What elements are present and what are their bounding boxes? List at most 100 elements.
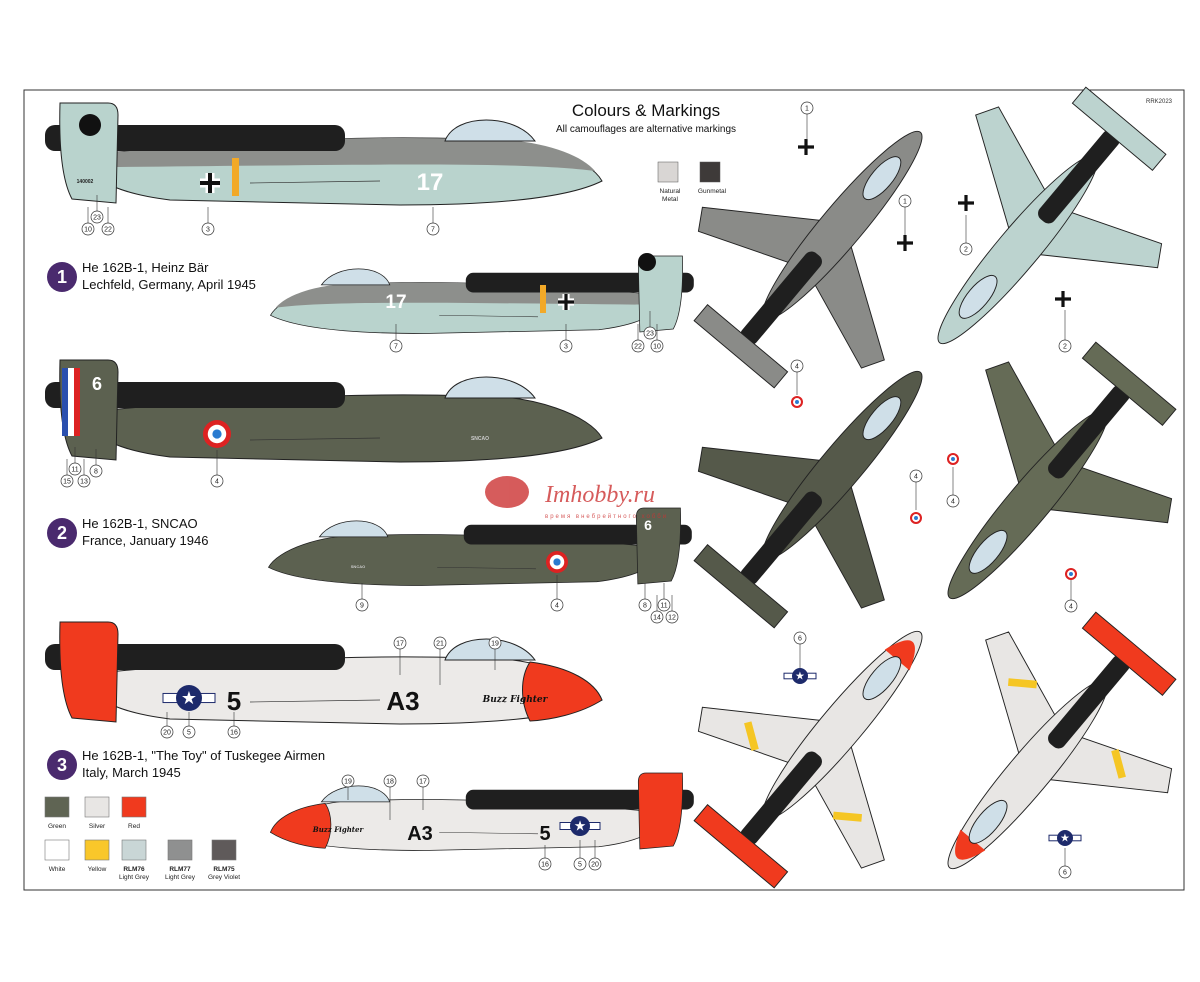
canopy — [320, 785, 391, 803]
swatch-label: Natural — [660, 188, 682, 195]
callout-circle — [389, 339, 403, 353]
usaaf-star-icon: ★ — [795, 671, 805, 683]
callout-number: 4 — [555, 603, 559, 610]
panel-line — [439, 832, 539, 835]
callout-number: 4 — [215, 479, 219, 486]
callout-circle — [550, 598, 564, 612]
aircraft-code: 6 — [644, 517, 652, 533]
callout-number: 7 — [431, 227, 435, 234]
callout-circle — [89, 464, 103, 478]
french-roundel-icon — [914, 516, 918, 520]
callout-number: 5 — [578, 862, 582, 869]
variant-location: Lechfeld, Germany, April 1945 — [82, 277, 256, 292]
tail-fin — [59, 102, 119, 204]
callout-number: 22 — [104, 227, 112, 234]
callout-circle — [90, 210, 104, 224]
usaaf-star-icon: ★ — [181, 688, 197, 708]
callout-number: 3 — [564, 344, 568, 351]
callout-number: 19 — [491, 641, 499, 648]
yellow-fuselage-band — [540, 285, 546, 313]
tail-plane — [1081, 341, 1177, 427]
callout-number: 22 — [634, 344, 642, 351]
callout-circle — [800, 101, 814, 115]
tail-fin — [635, 507, 681, 585]
nose-paint — [884, 640, 915, 671]
tail-fin — [59, 621, 119, 723]
swatch-label: Metal — [662, 196, 678, 203]
aircraft-code: 17 — [385, 292, 406, 313]
french-roundel-icon — [951, 457, 955, 461]
jet-engine — [463, 524, 692, 545]
panel-line — [249, 180, 381, 184]
callout-number: 23 — [93, 215, 101, 222]
callout-number: 15 — [63, 479, 71, 486]
callout-number: 8 — [643, 603, 647, 610]
sheet-title: Colours & Markings — [572, 101, 720, 120]
usaaf-star-icon — [792, 668, 808, 684]
balkenkreuz-icon — [798, 139, 814, 155]
tail-code: 5 — [539, 823, 550, 845]
balkenkreuz-icon — [897, 235, 913, 251]
aircraft-side-view — [45, 621, 603, 725]
aircraft-code: 17 — [417, 169, 444, 196]
callout-number: 7 — [394, 344, 398, 351]
french-roundel-icon — [1069, 572, 1073, 576]
callout-circle — [488, 636, 502, 650]
callout-number: 11 — [71, 467, 78, 474]
jet-engine — [740, 251, 822, 345]
balkenkreuz-icon — [1055, 291, 1071, 307]
callout-circle — [160, 725, 174, 739]
panel-line — [249, 437, 381, 441]
paint-code: RLM76 — [123, 866, 145, 873]
variant-number: 1 — [57, 267, 67, 287]
callout-number: 3 — [206, 227, 210, 234]
paint-swatch — [167, 839, 193, 861]
callout-circle — [201, 222, 215, 236]
flag-white — [68, 368, 74, 436]
variant-location: France, January 1946 — [82, 533, 208, 548]
wing-band — [1007, 678, 1038, 689]
aircraft-top-view — [947, 611, 1177, 870]
watermark-text: Imhobby.ru — [544, 482, 655, 508]
paint-name: Light Grey — [119, 874, 150, 881]
tail-fin — [637, 772, 683, 850]
callout-circle — [538, 857, 552, 871]
tail-disc — [638, 253, 656, 271]
variant-number-badge — [47, 750, 77, 780]
callout-circle — [182, 725, 196, 739]
nose-art: Buzz Fighter — [482, 695, 549, 705]
panel-line — [249, 699, 381, 703]
callout-number: 5 — [187, 730, 191, 737]
swatch-gunmetal — [699, 161, 721, 183]
callout-circle — [393, 636, 407, 650]
paint-name: Silver — [89, 823, 106, 830]
paint-code: RLM77 — [169, 866, 191, 873]
callout-circle — [355, 598, 369, 612]
jet-engine — [45, 644, 345, 670]
callout-number: 1 — [805, 106, 809, 113]
paint-code: RLM75 — [213, 866, 235, 873]
french-roundel-icon — [212, 429, 222, 439]
callout-circle — [638, 598, 652, 612]
callout-number: 14 — [653, 615, 661, 622]
callout-circle — [573, 857, 587, 871]
callout-number: 16 — [230, 730, 238, 737]
watermark-tagline: время внебрейтного хобби — [545, 513, 668, 520]
tail-disc — [79, 114, 101, 136]
callout-number: 20 — [591, 862, 599, 869]
callout-number: 9 — [360, 603, 364, 610]
variant-title: He 162B-1, "The Toy" of Tuskegee Airmen — [82, 748, 325, 763]
callout-circle — [68, 462, 82, 476]
callout-number: 6 — [798, 636, 802, 643]
french-roundel-icon — [553, 558, 561, 566]
panel-line — [439, 315, 539, 318]
callout-number: 2 — [1063, 344, 1067, 351]
callout-circle — [81, 222, 95, 236]
tail-code: 5 — [227, 686, 241, 716]
callout-circle — [416, 774, 430, 788]
paint-swatch — [121, 839, 147, 861]
jet-engine — [465, 789, 694, 810]
callout-circle — [426, 222, 440, 236]
